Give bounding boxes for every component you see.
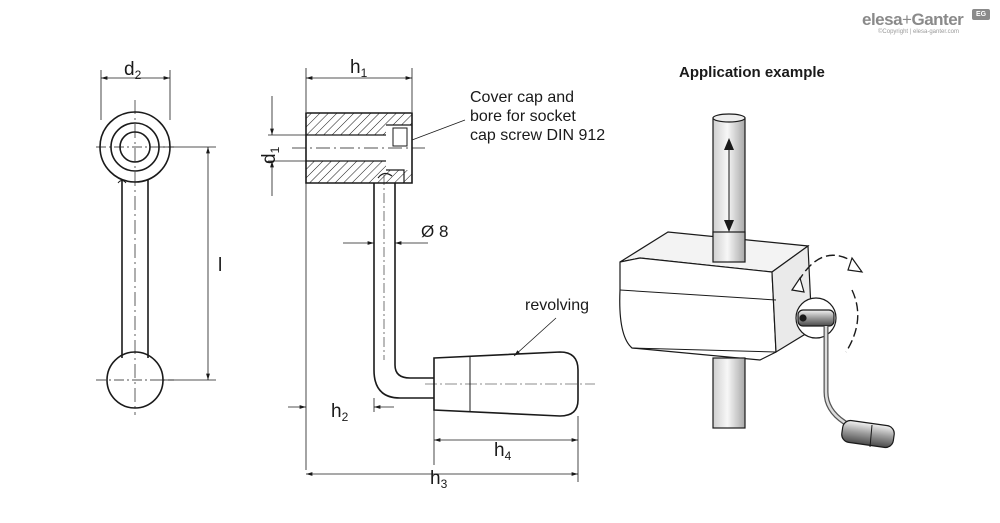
eg-badge-icon: EG: [972, 9, 990, 20]
crank-grip: [841, 419, 895, 449]
crank-rod-outer: [373, 183, 434, 399]
application-illustration: [619, 113, 895, 449]
front-view: [96, 70, 216, 415]
label-l: l: [218, 255, 223, 276]
application-title: Application example: [679, 64, 825, 81]
label-h2: h2: [331, 401, 349, 424]
copyright-text: ©Copyright | elesa-ganter.com: [878, 29, 960, 35]
label-h1: h1: [350, 57, 368, 80]
side-view: [268, 68, 595, 482]
vertical-shaft-bottom: [712, 357, 746, 429]
note-revolving: revolving: [525, 297, 590, 314]
label-h4: h4: [494, 440, 512, 463]
crank-rod-inner: [394, 183, 434, 379]
label-h3: h3: [430, 468, 448, 491]
brand-logo: elesa+Ganter: [862, 10, 964, 29]
block-front: [619, 257, 777, 361]
arm-lines: [121, 180, 149, 358]
label-d1: d1: [259, 146, 282, 164]
label-d2: d2: [124, 59, 142, 82]
label-diameter: Ø 8: [421, 222, 449, 241]
note-cover-cap: Cover cap and bore for socket cap screw …: [470, 89, 606, 144]
cover-cap: [392, 127, 408, 147]
hub-outline: [305, 112, 413, 184]
